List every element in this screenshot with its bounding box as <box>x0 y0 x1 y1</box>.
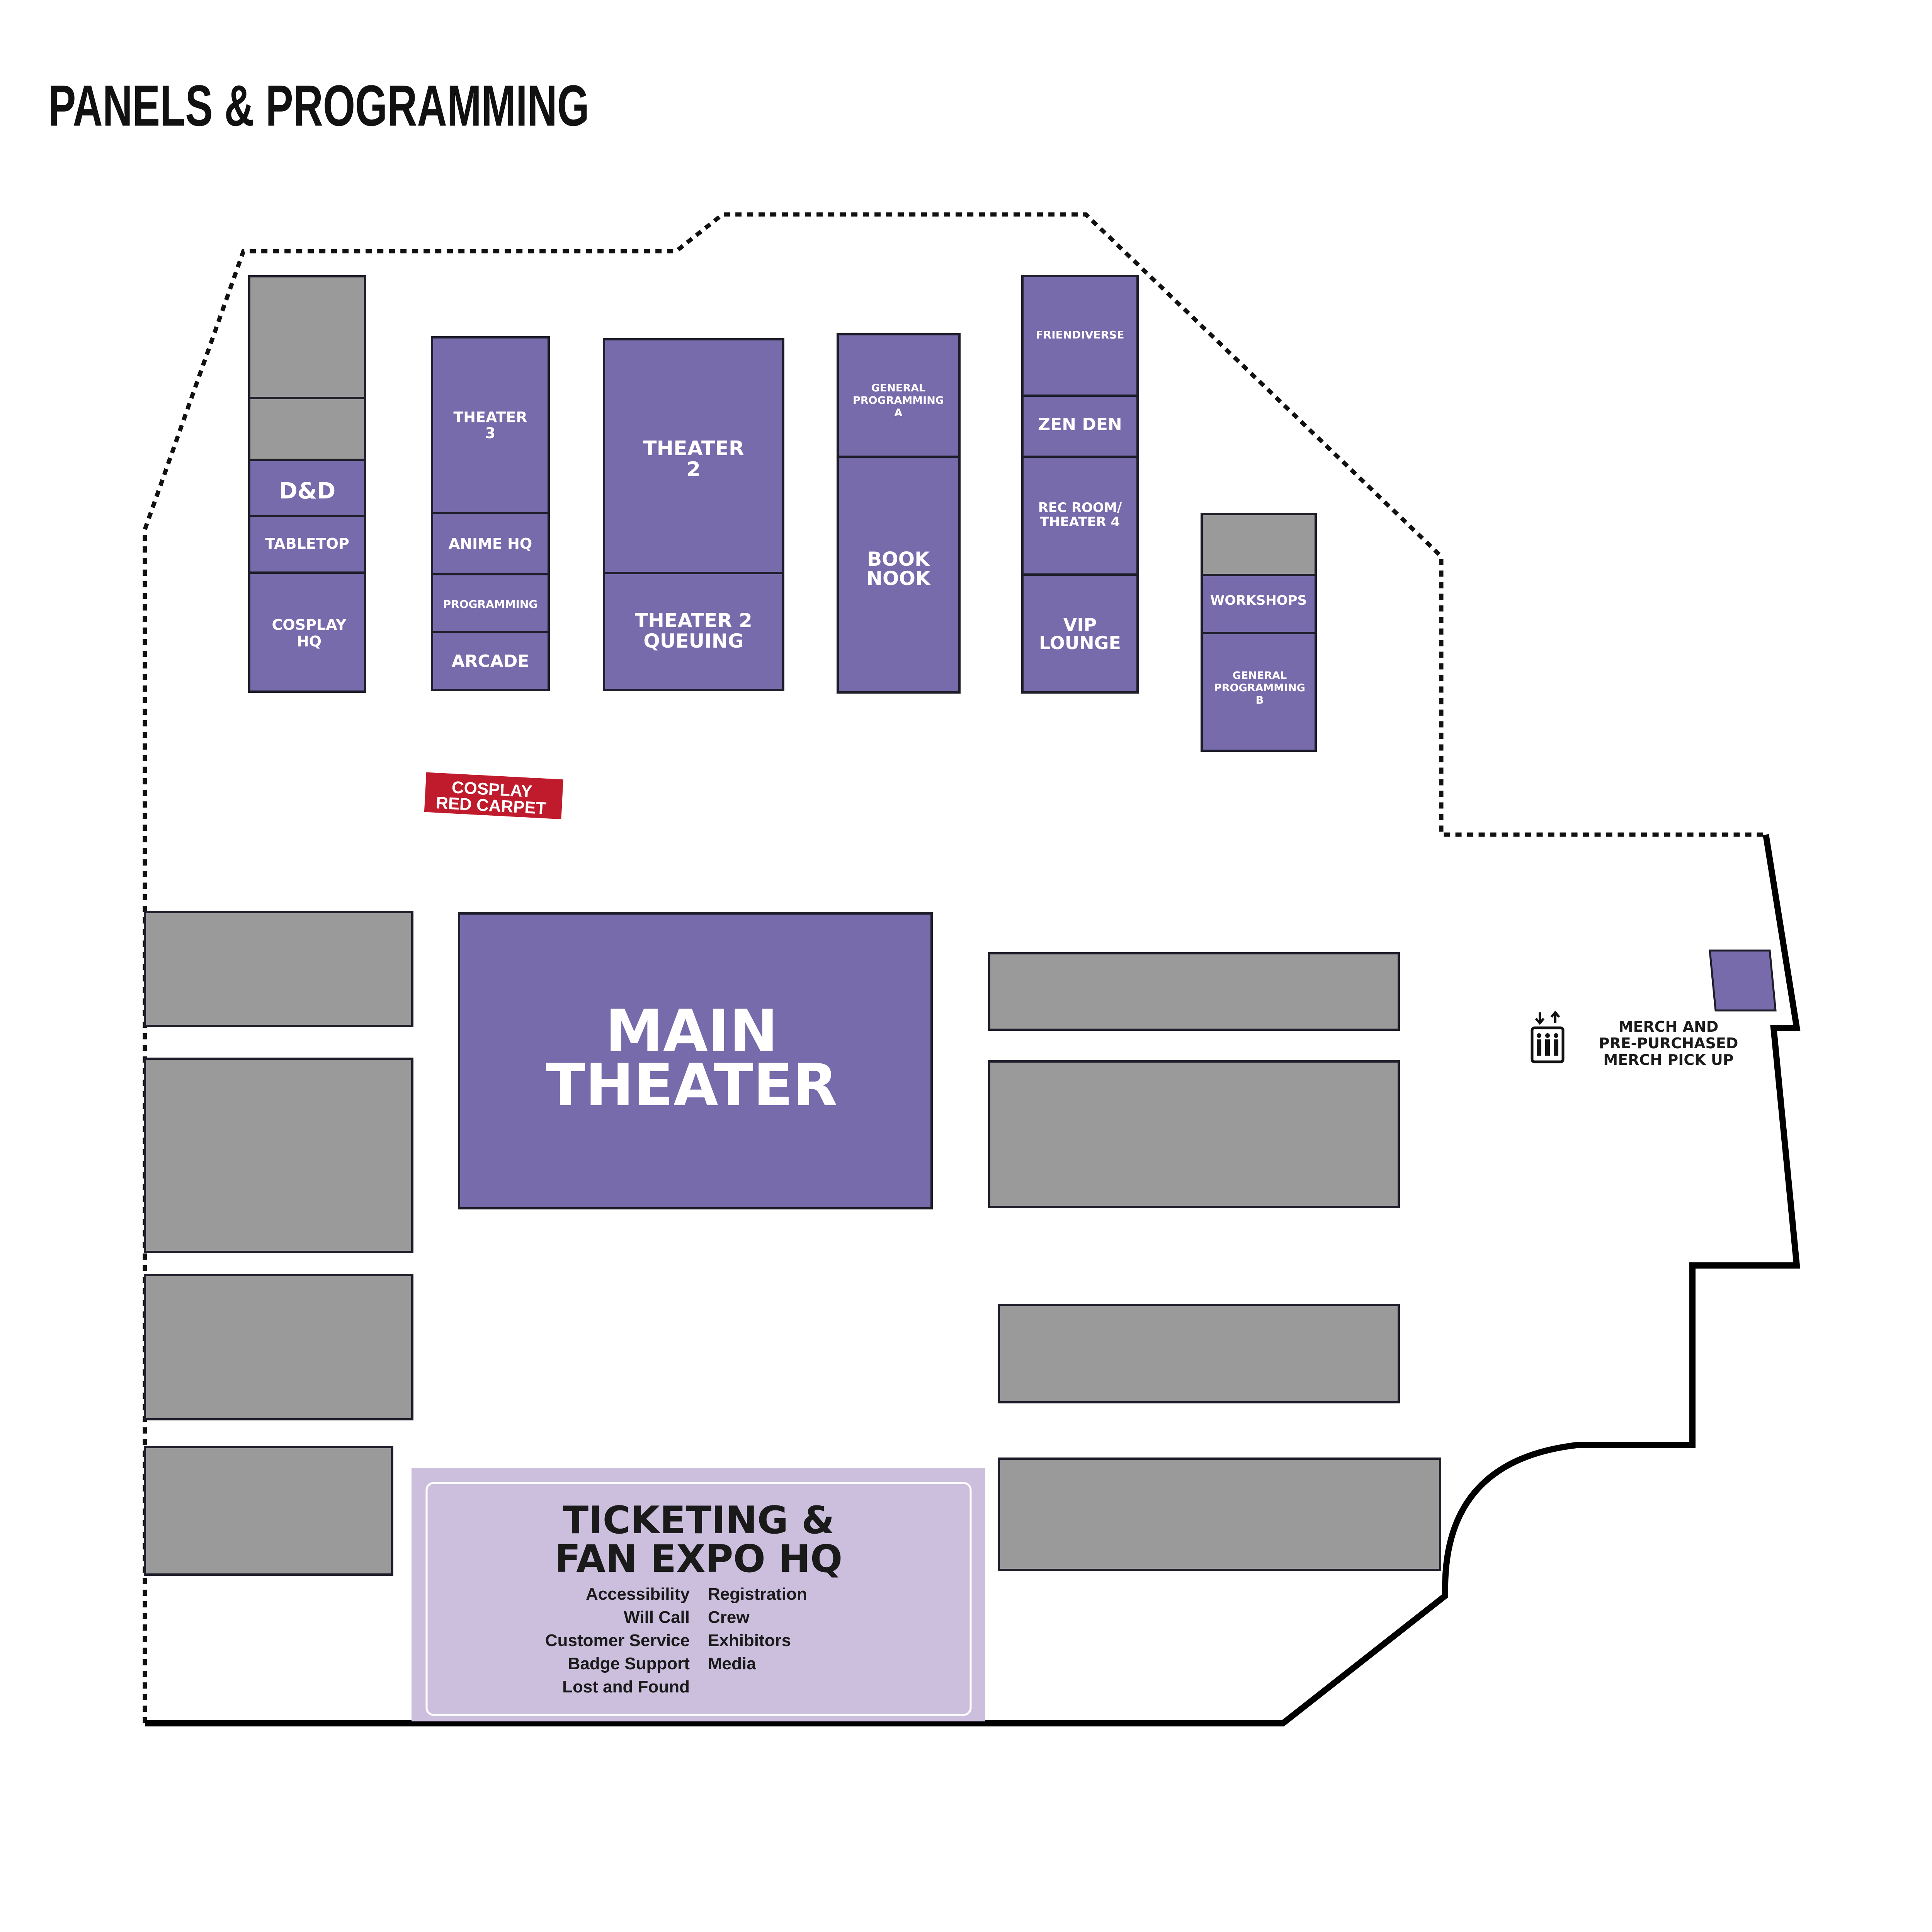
ticketing-hq-inner-border <box>425 1482 972 1716</box>
cosplay-red-carpet[interactable]: COSPLAY RED CARPET <box>424 772 563 820</box>
page-title: PANELS & PROGRAMMING <box>48 73 589 138</box>
room-book-nook-label: NOOK <box>866 567 931 590</box>
ticketing-hq-area[interactable] <box>412 1468 985 1721</box>
room-rec-room-theater-4-label: REC ROOM/ <box>1038 500 1122 515</box>
venue-outline-solid <box>145 834 1801 1726</box>
service-item: Badge Support <box>568 1654 690 1673</box>
room-workshops-label: WORKSHOPS <box>1210 593 1307 608</box>
room-general-programming-a-label: A <box>895 407 903 419</box>
room-dnd-label: D&D <box>279 478 336 504</box>
room-anime-hq-label: ANIME HQ <box>449 535 532 552</box>
room-main-theater-label: MAIN <box>605 998 778 1065</box>
merch-label: PRE-PURCHASED <box>1599 1035 1738 1052</box>
elevator-icon <box>1531 1010 1565 1063</box>
room-theater-3-label: 3 <box>485 425 495 442</box>
ticketing-hq-right-services: Registration Crew Exhibitors Media <box>708 1585 807 1673</box>
room-general-programming-a-label: GENERAL <box>871 382 926 394</box>
booth-block <box>248 397 366 461</box>
room-cosplay-hq[interactable] <box>248 571 366 693</box>
booth-block <box>144 1274 413 1420</box>
ticketing-hq-left-services: Accessibility Will Call Customer Service… <box>545 1585 690 1696</box>
service-item: Exhibitors <box>708 1631 791 1650</box>
merch-label: MERCH AND <box>1619 1018 1719 1035</box>
booth-block <box>144 1058 413 1253</box>
room-theater-2-queuing-label: QUEUING <box>643 630 743 652</box>
room-cosplay-hq-label: COSPLAY <box>272 616 347 633</box>
ticketing-hq-title: TICKETING & <box>563 1498 834 1543</box>
booth-block <box>1201 513 1317 576</box>
room-general-programming-b-label: PROGRAMMING <box>1214 682 1305 694</box>
room-theater-3[interactable] <box>431 336 550 514</box>
room-programming[interactable] <box>431 573 550 633</box>
booth-block <box>988 1060 1400 1208</box>
room-book-nook-label: BOOK <box>867 548 930 570</box>
cosplay-red-carpet-label: COSPLAY <box>451 778 533 801</box>
room-workshops[interactable] <box>1201 574 1317 634</box>
room-general-programming-b-label: GENERAL <box>1233 670 1287 682</box>
booth-block <box>248 275 366 399</box>
room-general-programming-b-label: B <box>1256 694 1264 706</box>
service-item: Will Call <box>624 1608 690 1627</box>
merch-pickup-room[interactable] <box>1709 949 1777 1012</box>
room-theater-2[interactable] <box>603 338 784 574</box>
room-zen-den[interactable] <box>1021 395 1139 458</box>
room-main-theater-label: THEATER <box>546 1052 837 1119</box>
merch-label: MERCH PICK UP <box>1603 1051 1733 1068</box>
service-item: Accessibility <box>586 1585 690 1604</box>
ticketing-hq-title: FAN EXPO HQ <box>555 1537 843 1581</box>
room-zen-den-label: ZEN DEN <box>1038 415 1122 434</box>
service-item: Media <box>708 1654 756 1673</box>
room-main-theater[interactable] <box>458 912 933 1209</box>
service-item: Customer Service <box>545 1631 690 1650</box>
booth-block <box>998 1304 1400 1403</box>
room-book-nook[interactable] <box>837 456 961 694</box>
venue-outline-dotted <box>143 212 1766 1723</box>
room-friendiverse-label: FRIENDIVERSE <box>1036 328 1124 341</box>
room-general-programming-a-label: PROGRAMMING <box>853 395 944 406</box>
service-item: Lost and Found <box>562 1677 690 1696</box>
room-theater-2-label: 2 <box>687 458 701 481</box>
room-vip-lounge[interactable] <box>1021 573 1139 694</box>
room-tabletop-label: TABLETOP <box>265 535 349 552</box>
room-theater-3-label: THEATER <box>453 409 527 426</box>
room-arcade[interactable] <box>431 631 550 691</box>
room-arcade-label: ARCADE <box>452 651 529 671</box>
room-cosplay-hq-label: HQ <box>297 633 321 650</box>
room-theater-2-label: THEATER <box>643 437 744 460</box>
booth-block <box>144 1446 393 1576</box>
booth-block <box>988 952 1400 1031</box>
room-programming-label: PROGRAMMING <box>443 598 538 611</box>
room-general-programming-b[interactable] <box>1201 632 1317 752</box>
service-item: Crew <box>708 1608 750 1627</box>
service-item: Registration <box>708 1585 807 1604</box>
room-vip-lounge-label: LOUNGE <box>1039 633 1121 653</box>
room-vip-lounge-label: VIP <box>1063 614 1097 635</box>
booth-block <box>144 911 413 1027</box>
room-theater-2-queuing[interactable] <box>603 572 784 691</box>
room-rec-room-theater-4-label: THEATER 4 <box>1040 514 1120 530</box>
room-theater-2-queuing-label: THEATER 2 <box>635 609 752 632</box>
booth-block <box>998 1458 1441 1571</box>
